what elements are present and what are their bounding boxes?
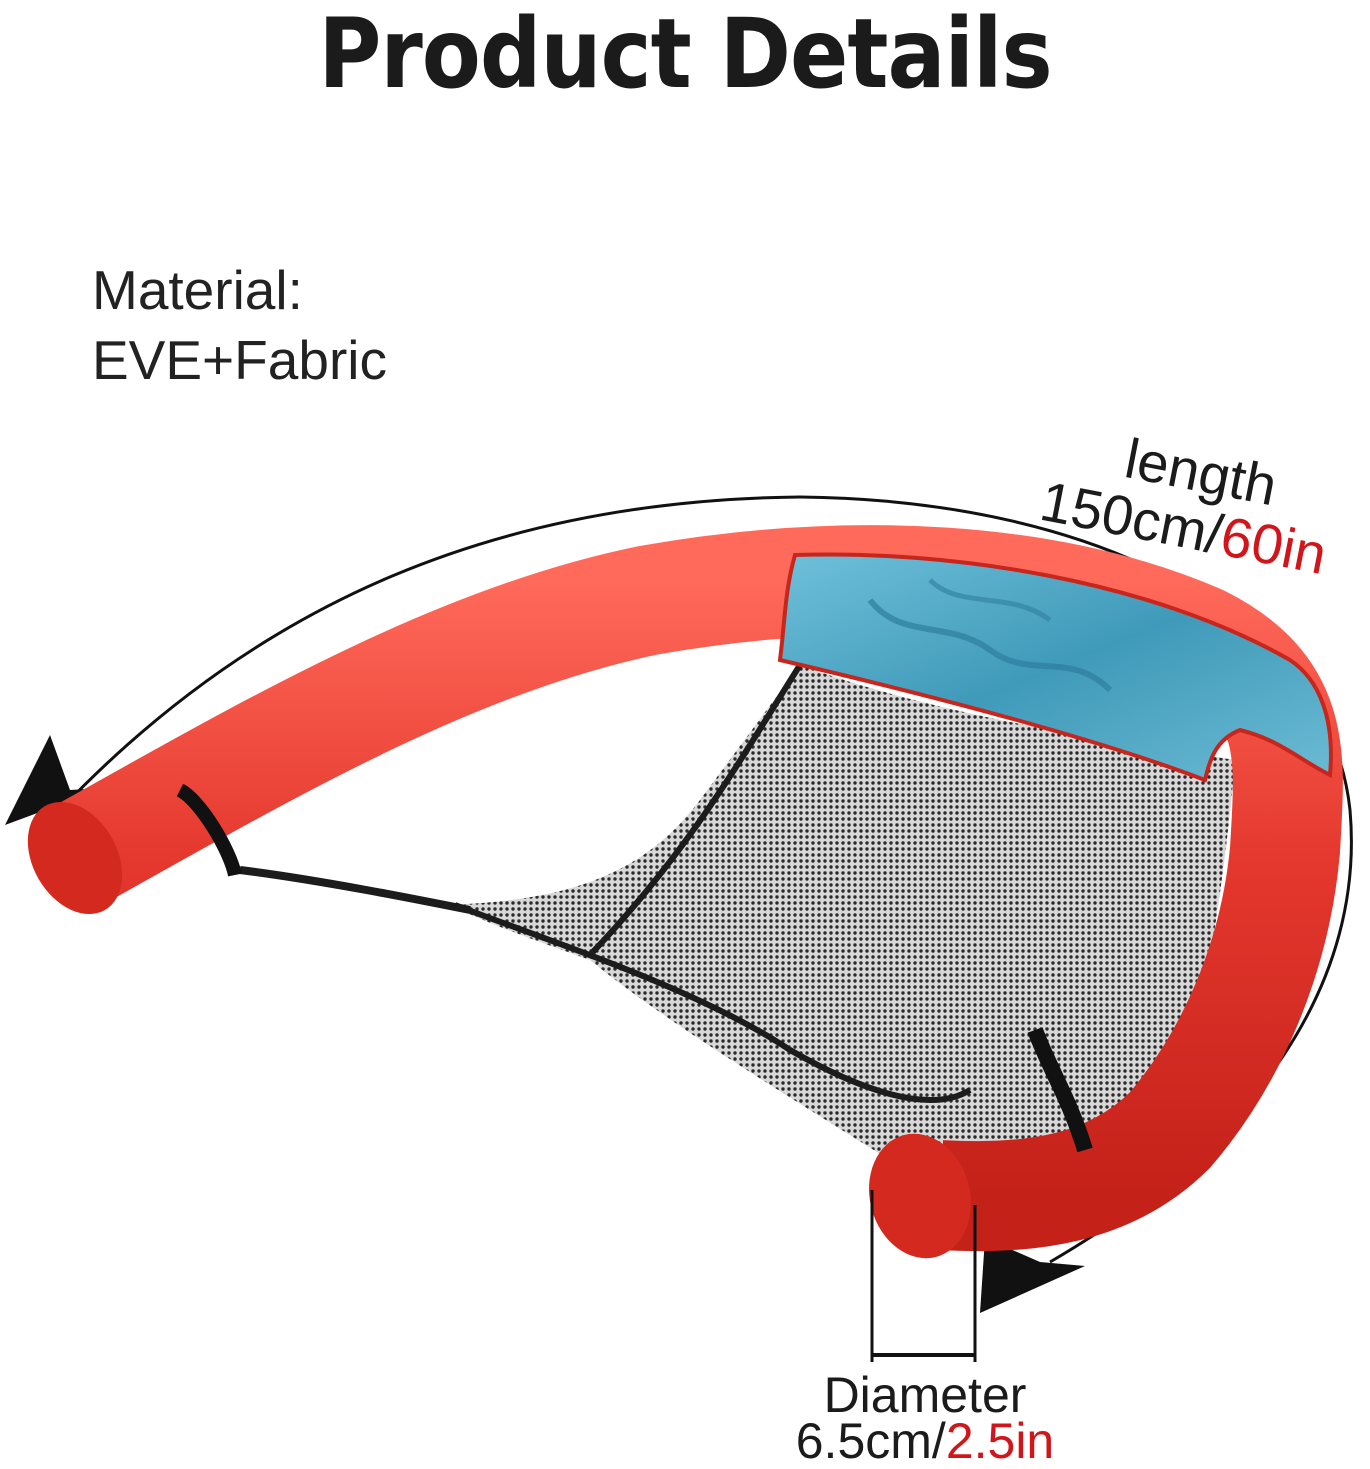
page-title: Product Details (318, 0, 1052, 111)
material-label: Material: (92, 259, 303, 321)
strap-right (1027, 1027, 1093, 1153)
arrowhead-right-icon (980, 1238, 1085, 1313)
diameter-word: Diameter (823, 1367, 1027, 1423)
material-info: Material: EVE+Fabric (92, 255, 387, 395)
noodle-end-left (27, 801, 123, 915)
material-value: EVE+Fabric (92, 329, 387, 391)
diameter-dimension (870, 1190, 977, 1362)
strap-left (176, 783, 242, 877)
diameter-label: Diameter 6.5cm/2.5in (790, 1367, 1060, 1466)
noodle-end-right (869, 1133, 971, 1259)
fabric-cover (777, 552, 1333, 783)
arrowhead-left-icon (5, 735, 105, 825)
diameter-imperial: 2.5in (945, 1413, 1055, 1469)
diameter-metric: 6.5cm/ (795, 1413, 946, 1469)
